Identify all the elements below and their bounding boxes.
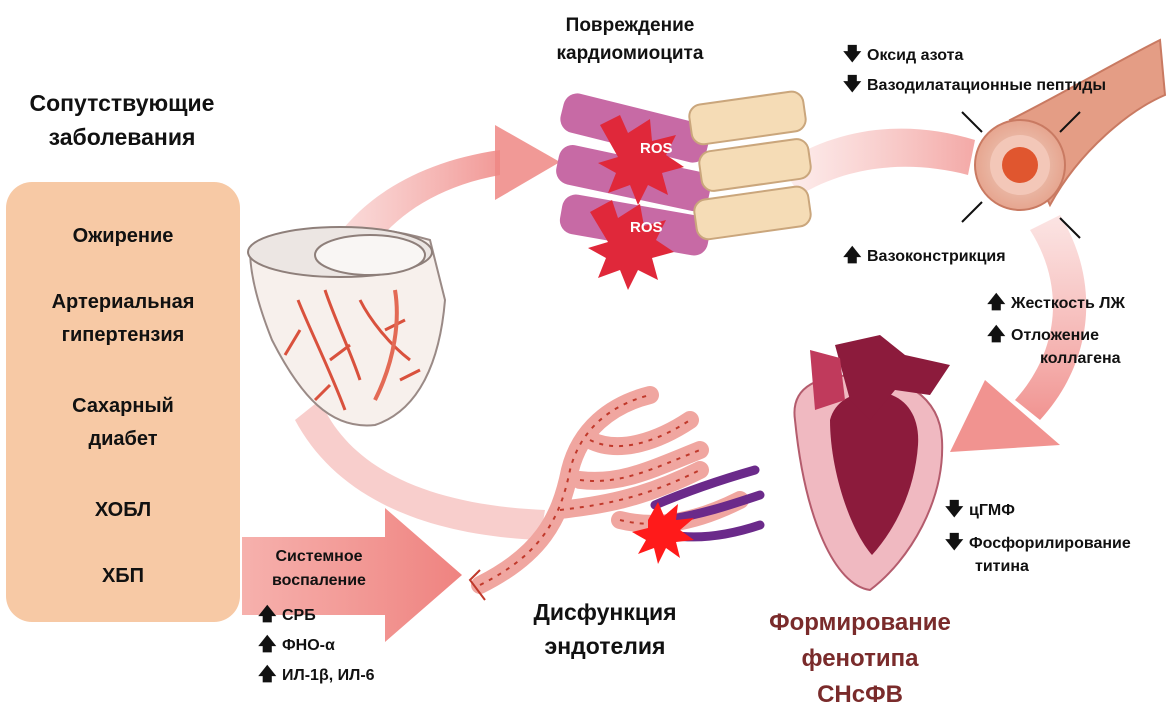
hfpef-heart [794, 335, 950, 590]
down-arrow-icon: 🡇 [843, 42, 861, 66]
cardiomyocyte-title-line1: Повреждение [520, 12, 740, 40]
marker-tnf: 🡅 ФНО-α [258, 632, 335, 658]
comorbidities-title: Сопутствующие заболевания [8, 86, 236, 154]
hfpef-title-line2: фенотипа [745, 641, 975, 677]
down-arrow-icon: 🡇 [843, 72, 861, 96]
cardiomyocyte-title: Повреждение кардиомиоцита [520, 12, 740, 68]
blood-vessel [962, 40, 1165, 238]
comorbidity-hypertension-line2: гипертензия [6, 319, 240, 352]
collagen-label-line2: коллагена [1040, 347, 1121, 371]
collagen-label-line1: Отложение [1011, 327, 1099, 344]
ros-label-bottom: ROS [630, 219, 663, 236]
hfpef-formation-title: Формирование фенотипа СНсФВ [745, 605, 975, 713]
up-arrow-icon: 🡅 [843, 243, 861, 267]
up-arrow-icon: 🡅 [258, 602, 276, 626]
hfpef-title-line1: Формирование [745, 605, 975, 641]
capillary-network [470, 395, 760, 600]
cardiomyocyte-bundle [554, 90, 813, 290]
cardiomyocyte-title-line2: кардиомиоцита [520, 40, 740, 68]
lv-increase-stiffness: 🡅 Жесткость ЛЖ [987, 290, 1125, 316]
vessel-decrease-nitric-oxide: 🡇 Оксид азота [843, 42, 963, 68]
hfpef-title-line3: СНсФВ [745, 677, 975, 713]
vessel-decrease-vasodilator-peptides: 🡇 Вазодилатационные пептиды [843, 72, 1106, 98]
vessel-increase-vasoconstriction: 🡅 Вазоконстрикция [843, 243, 1006, 269]
down-arrow-icon: 🡇 [945, 497, 963, 521]
marker-interleukins: 🡅 ИЛ-1β, ИЛ-6 [258, 662, 375, 688]
arc-arrow-heart-to-endothelium [295, 400, 545, 540]
endothelial-dysfunction-title: Дисфункция эндотелия [505, 595, 705, 663]
crp-label: СРБ [282, 607, 316, 624]
comorbidities-title-line2: заболевания [8, 120, 236, 154]
vasoconstriction-label: Вазоконстрикция [867, 248, 1006, 265]
comorbidities-panel: Ожирение Артериальная гипертензия Сахарн… [6, 182, 240, 622]
lv-increase-collagen: 🡅 Отложение [987, 322, 1099, 348]
heart-cross-section [248, 227, 445, 425]
ros-label-top: ROS [640, 140, 673, 157]
comorbidity-item: Артериальная гипертензия [6, 286, 240, 352]
inflammation-title-line1: Системное [250, 545, 388, 569]
comorbidity-item: ХБП [6, 560, 240, 593]
endothelium-title-line1: Дисфункция [505, 595, 705, 629]
up-arrow-icon: 🡅 [258, 662, 276, 686]
titin-phosphorylation-line1: Фосфорилирование [969, 535, 1131, 552]
comorbidity-hypertension-line1: Артериальная [6, 286, 240, 319]
nitric-oxide-label: Оксид азота [867, 47, 963, 64]
lv-stiffness-label: Жесткость ЛЖ [1011, 295, 1125, 312]
titin-phosphorylation-line2: титина [975, 555, 1029, 579]
comorbidity-ckd: ХБП [6, 560, 240, 593]
up-arrow-icon: 🡅 [258, 632, 276, 656]
comorbidity-item: Сахарный диабет [6, 390, 240, 456]
marker-crp: 🡅 СРБ [258, 602, 316, 628]
up-arrow-icon: 🡅 [987, 322, 1005, 346]
up-arrow-icon: 🡅 [987, 290, 1005, 314]
comorbidity-item: ХОБЛ [6, 494, 240, 527]
cgmp-decrease: 🡇 цГМФ [945, 497, 1015, 523]
comorbidity-item: Ожирение [6, 220, 240, 253]
comorbidity-diabetes-line1: Сахарный [6, 390, 240, 423]
endothelium-title-line2: эндотелия [505, 629, 705, 663]
down-arrow-icon: 🡇 [945, 530, 963, 554]
comorbidity-obesity: Ожирение [6, 220, 240, 253]
cgmp-label: цГМФ [969, 502, 1015, 519]
tnf-label: ФНО-α [282, 637, 335, 654]
vasodilator-peptides-label: Вазодилатационные пептиды [867, 77, 1106, 94]
inflammation-title-line2: воспаление [250, 569, 388, 593]
inflammation-title: Системное воспаление [250, 545, 388, 593]
comorbidity-diabetes-line2: диабет [6, 423, 240, 456]
titin-phosphorylation-decrease: 🡇 Фосфорилирование [945, 530, 1131, 556]
comorbidity-copd: ХОБЛ [6, 494, 240, 527]
comorbidities-title-line1: Сопутствующие [8, 86, 236, 120]
interleukins-label: ИЛ-1β, ИЛ-6 [282, 667, 375, 684]
